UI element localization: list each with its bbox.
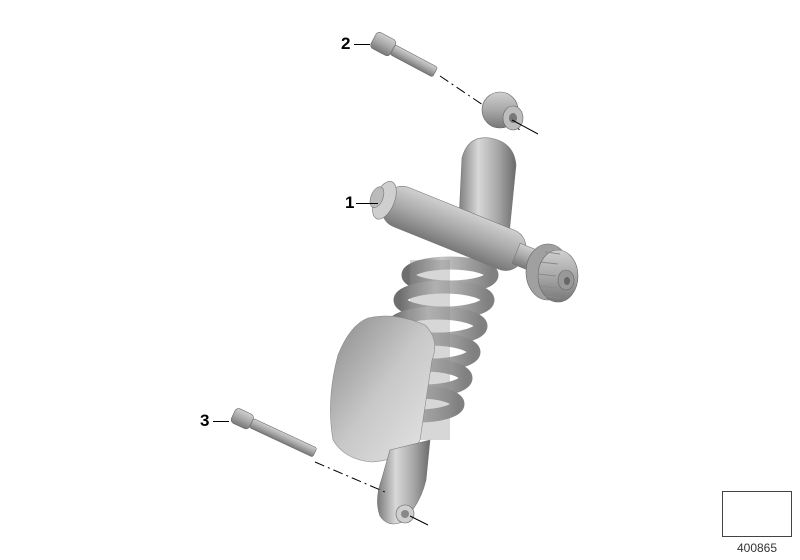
reference-box (722, 491, 792, 537)
spring-shield (330, 315, 436, 463)
leader-line-3 (213, 421, 229, 422)
callout-1[interactable]: 1 (345, 193, 355, 212)
leader-line-2 (354, 44, 370, 45)
callout-2[interactable]: 2 (341, 34, 351, 53)
callout-3[interactable]: 3 (200, 411, 210, 430)
leader-line-1 (356, 203, 378, 204)
axis-line-upper-end (511, 119, 539, 135)
lower-bolt[interactable] (230, 407, 318, 460)
lower-eye (377, 439, 431, 525)
axis-line-lower-end (409, 515, 429, 526)
upper-bolt[interactable] (369, 31, 439, 80)
axis-line-lower (314, 461, 386, 493)
upper-bushing[interactable] (481, 91, 524, 131)
adjuster-knob[interactable] (525, 243, 579, 303)
diagram-reference-number: 400865 (736, 541, 778, 555)
spring-strut[interactable] (330, 137, 579, 525)
